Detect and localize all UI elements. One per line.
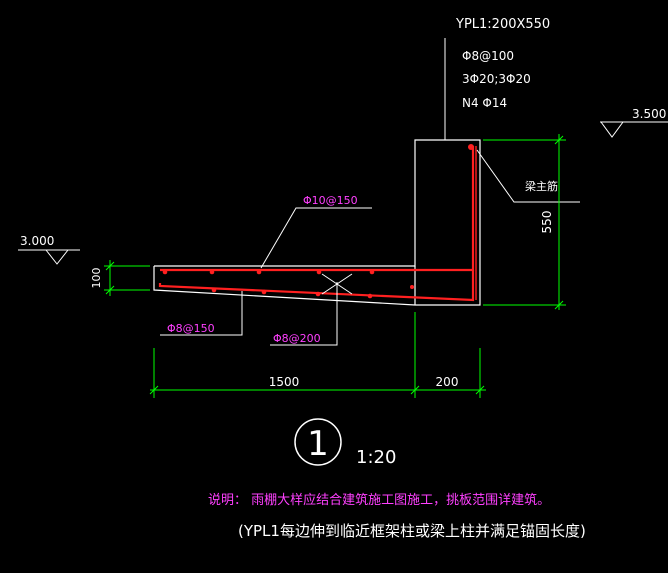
rebar-group bbox=[158, 146, 477, 302]
leader-lines bbox=[160, 38, 580, 346]
top-bar-leader bbox=[260, 207, 372, 269]
rebar-dot bbox=[367, 293, 373, 299]
beam-main-bar-label: 梁主筋 bbox=[525, 179, 558, 193]
dim-beam-width: 200 bbox=[436, 375, 459, 389]
rebar-dot bbox=[369, 269, 375, 275]
detail-number: 1 bbox=[307, 424, 329, 464]
dim-slab-thickness: 100 bbox=[90, 268, 103, 289]
rebar-dot bbox=[211, 287, 217, 293]
section-outline bbox=[153, 139, 481, 306]
dim-beam-height: 550 bbox=[540, 211, 554, 234]
slab-dist-bar-label: Φ8@200 bbox=[273, 332, 321, 345]
bottom-bar-leader bbox=[160, 291, 243, 336]
concrete-outline bbox=[153, 139, 481, 306]
rebar-dot bbox=[261, 289, 267, 295]
note-line-1: 说明： 雨棚大样应结合建筑施工图施工，挑板范围详建筑。 bbox=[208, 492, 550, 508]
note-line-2: (YPL1每边伸到临近框架柱或梁上柱并满足锚固长度) bbox=[238, 522, 586, 540]
rebar-dot bbox=[316, 269, 322, 275]
detail-bubble bbox=[294, 418, 342, 466]
slab-top-bar-label: Φ10@150 bbox=[303, 194, 358, 207]
beam-label-main-bars: 3Φ20;3Φ20 bbox=[462, 72, 531, 86]
beam-main-bar-dot bbox=[468, 144, 474, 150]
elevation-right-label: 3.500 bbox=[632, 107, 666, 121]
dist-bar-cross bbox=[321, 273, 353, 295]
elevation-left-label: 3.000 bbox=[20, 234, 54, 248]
elevation-left bbox=[18, 249, 80, 265]
dim-slab-length: 1500 bbox=[269, 375, 300, 389]
beam-label-stirrup: Φ8@100 bbox=[462, 49, 514, 63]
rebar-dot bbox=[209, 269, 215, 275]
rebar-dots bbox=[162, 144, 474, 299]
slab-bottom-bar-label: Φ8@150 bbox=[167, 322, 215, 335]
dimension-lines bbox=[104, 134, 566, 398]
beam-label-title: YPL1:200X550 bbox=[455, 17, 550, 32]
rebar-dot bbox=[410, 285, 414, 289]
rebar-dot bbox=[256, 269, 262, 275]
detail-scale: 1:20 bbox=[356, 447, 396, 468]
rebar-dot bbox=[315, 291, 321, 297]
main-bar-leader bbox=[476, 149, 580, 203]
elevation-right bbox=[600, 121, 668, 138]
beam-label-side-bars: N4 Φ14 bbox=[462, 96, 507, 110]
rebar-dot bbox=[162, 269, 168, 275]
dist-bar-leader bbox=[270, 282, 338, 346]
